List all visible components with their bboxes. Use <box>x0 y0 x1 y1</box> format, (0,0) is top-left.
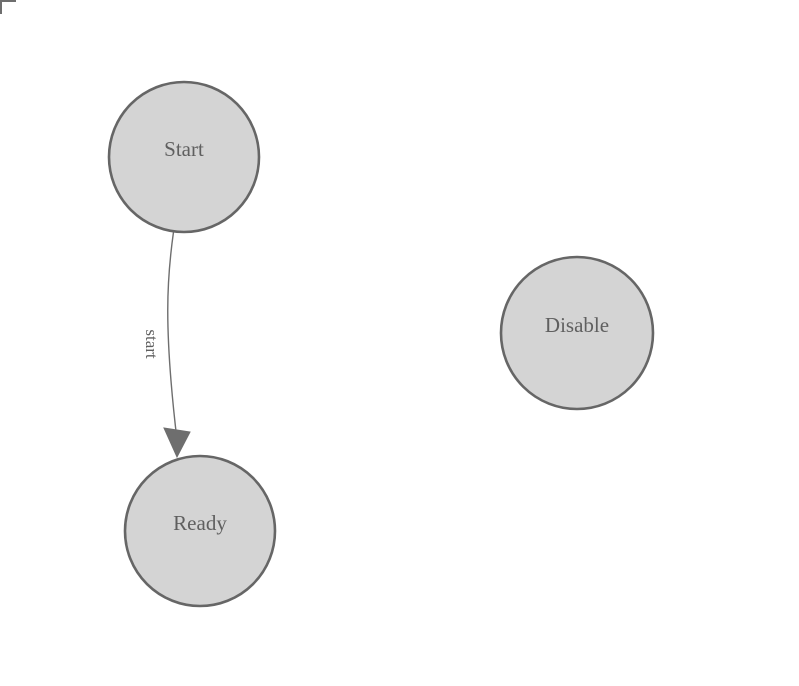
node-disable[interactable]: Disable <box>499 255 655 411</box>
node-disable-label: Disable <box>545 313 609 337</box>
top-left-corner-mark <box>0 0 16 14</box>
node-ready-label: Ready <box>173 511 227 535</box>
edge-label-start: start <box>142 329 161 359</box>
edge-start-to-ready[interactable]: start <box>142 231 191 459</box>
node-start-label: Start <box>164 137 204 161</box>
arrowhead-icon <box>163 427 191 459</box>
node-disable-circle[interactable] <box>499 255 655 411</box>
node-ready[interactable]: Ready <box>123 454 277 608</box>
node-start[interactable]: Start <box>107 80 261 234</box>
node-ready-circle[interactable] <box>123 454 277 608</box>
edge-line <box>167 231 178 441</box>
node-start-circle[interactable] <box>107 80 261 234</box>
